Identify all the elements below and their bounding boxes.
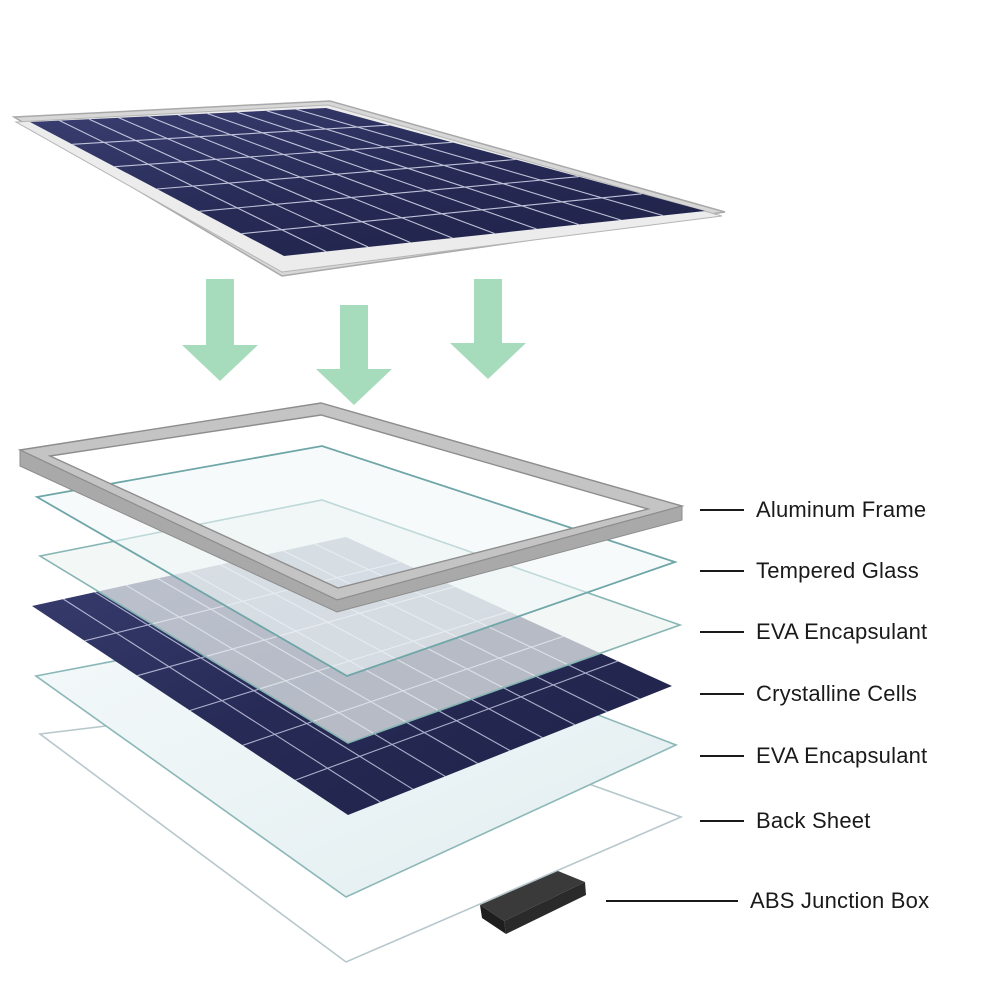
leader-line xyxy=(700,755,744,757)
assembled-solar-panel xyxy=(11,100,726,277)
cell-grid-line xyxy=(72,124,390,145)
layer-label-eva-encapsulant-lower: EVA Encapsulant xyxy=(700,741,927,771)
layer-label-eva-encapsulant-upper: EVA Encapsulant xyxy=(700,617,927,647)
cell-grid-line xyxy=(199,176,579,212)
layer-label-text: ABS Junction Box xyxy=(750,888,930,913)
layer-label-text: Tempered Glass xyxy=(756,558,919,583)
layer-label-text: Aluminum Frame xyxy=(756,497,927,522)
leader-line xyxy=(700,509,744,511)
layer-label-aluminum-frame: Aluminum Frame xyxy=(700,495,926,525)
layer-label-crystalline-cells: Crystalline Cells xyxy=(700,679,917,709)
leader-line xyxy=(700,570,744,572)
down-arrow-icon xyxy=(450,279,526,379)
layer-label-text: EVA Encapsulant xyxy=(756,619,928,644)
leader-line xyxy=(700,693,744,695)
aluminum-frame-layer xyxy=(17,402,685,613)
cell-grid-line xyxy=(114,141,453,168)
leader-line xyxy=(700,631,744,633)
down-arrows xyxy=(182,279,526,405)
layer-label-back-sheet: Back Sheet xyxy=(700,806,871,836)
leader-line xyxy=(700,820,744,822)
layer-label-text: Back Sheet xyxy=(756,808,871,833)
cell-grid-line xyxy=(295,660,618,781)
layer-label-abs-junction-box: ABS Junction Box xyxy=(606,886,929,916)
down-arrow-icon xyxy=(182,279,258,381)
leader-line xyxy=(606,900,738,902)
cell-grid-line xyxy=(156,158,516,190)
down-arrow-icon xyxy=(316,305,392,405)
layer-label-text: Crystalline Cells xyxy=(756,681,918,706)
layer-label-text: EVA Encapsulant xyxy=(756,743,928,768)
tempered-glass-layer xyxy=(34,445,678,677)
layer-label-tempered-glass: Tempered Glass xyxy=(700,556,919,586)
junction-box xyxy=(480,871,586,934)
cell-grid-line xyxy=(241,193,642,235)
